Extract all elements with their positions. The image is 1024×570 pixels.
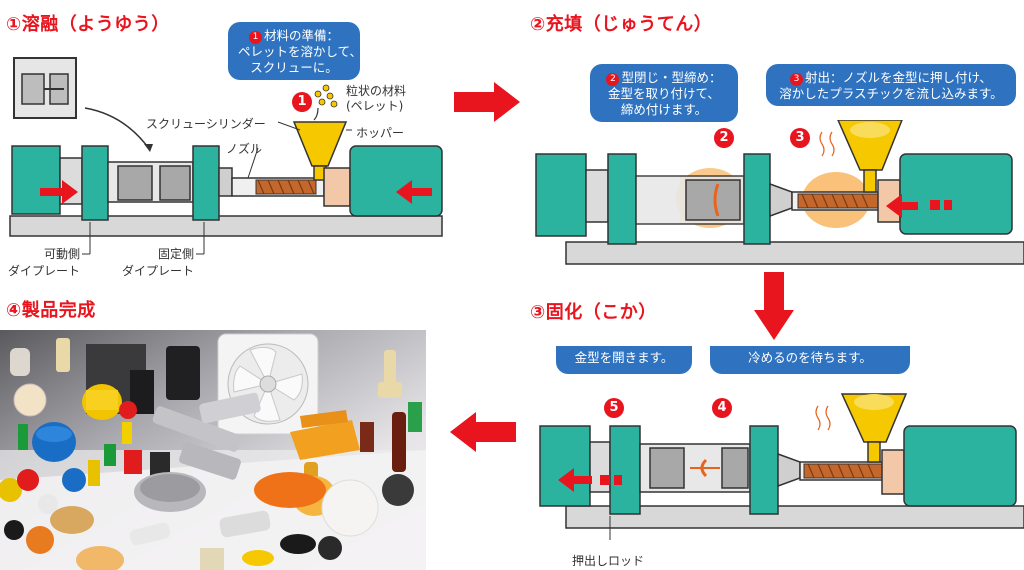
product-photo: [0, 330, 426, 570]
step3-cool-bubble: 冷めるのを待ちます。: [710, 346, 910, 374]
step3-open-bubble: 金型を開きます。: [556, 346, 692, 374]
step1-machine-diagram: [9, 57, 443, 255]
hopper-label: ホッパー: [356, 126, 405, 140]
marker-1-icon: 1: [248, 31, 262, 44]
fixed-platen-label: 固定側ダイプレート: [121, 247, 194, 278]
ejector-rod-label: 押出しロッド: [572, 554, 645, 568]
step2-machine-diagram: [535, 120, 1024, 265]
arrow-left-icon: [450, 412, 516, 452]
step2-title: ②充填（じゅうてん）: [530, 14, 713, 35]
step4-title: ④製品完成: [6, 300, 96, 321]
mold-icon: [13, 57, 77, 119]
marker-2: 2: [714, 128, 734, 148]
step3-machine-diagram: [539, 393, 1024, 540]
marker-4: 4: [712, 398, 732, 418]
step1-title: ①溶融（ようゆう）: [6, 14, 170, 35]
marker-3-icon: 3: [790, 73, 804, 86]
arrow-right-icon: [454, 82, 520, 122]
marker-3: 3: [790, 128, 810, 148]
arrow-down-icon: [754, 272, 794, 340]
nozzle-label: ノズル: [226, 142, 263, 156]
step3-title: ③固化（こか）: [530, 302, 657, 323]
marker-1: 1: [292, 92, 312, 112]
pellet-label: 粒状の材料(ペレット): [346, 84, 407, 113]
fan-part: [217, 333, 319, 435]
screw-cylinder-label: スクリューシリンダー: [146, 117, 266, 131]
movable-platen-label: 可動側ダイプレート: [8, 247, 81, 278]
marker-5: 5: [604, 398, 624, 418]
marker-2-icon: 2: [606, 73, 620, 86]
